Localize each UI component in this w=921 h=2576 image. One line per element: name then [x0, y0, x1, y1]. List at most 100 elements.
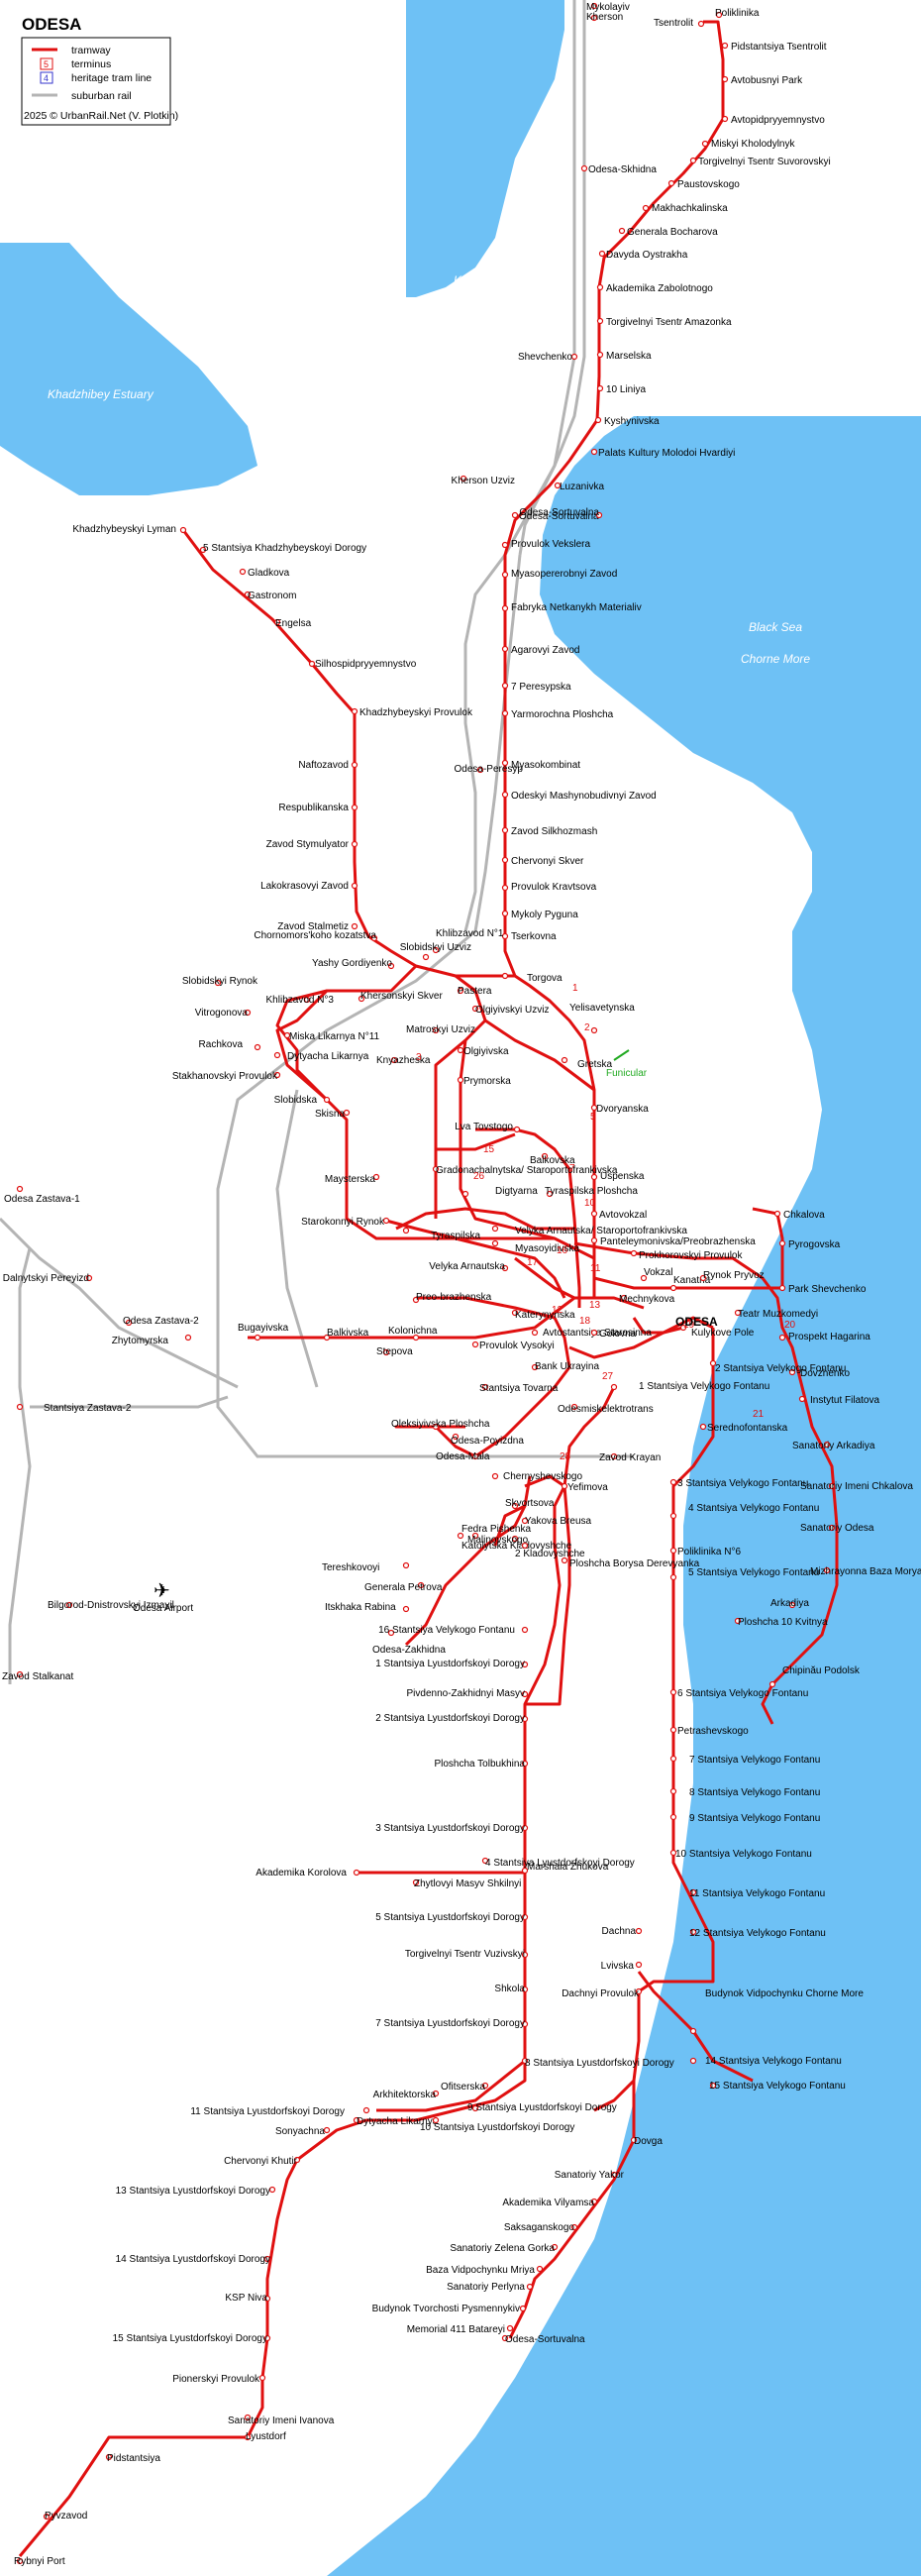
station-label[interactable]: Sanatoriy Perlyna — [447, 2282, 525, 2293]
station-label[interactable]: Prokhorovskyi Provulok — [639, 1250, 743, 1261]
station-label[interactable]: Yefimova — [567, 1482, 608, 1493]
station-label[interactable]: 13 Stantsiya Lyustdorfskoyi Dorogy — [116, 2186, 270, 2197]
station-label[interactable]: Odesa-Zakhidna — [372, 1645, 446, 1656]
station-label[interactable]: Luzanivka — [560, 482, 604, 492]
station-label[interactable]: Lvivska — [601, 1961, 635, 1972]
station-label[interactable]: Avtovokzal — [599, 1210, 647, 1221]
station-label[interactable]: Shevchenko — [518, 352, 572, 363]
station-label[interactable]: Pionerskyi Provulok — [172, 2374, 260, 2385]
station-label[interactable]: 4 Stantsiya Velykogo Fontanu — [688, 1503, 819, 1514]
station-label[interactable]: Pastera — [458, 986, 492, 997]
station-label[interactable]: Velyka Arnautska/ Staroportofrankivska — [515, 1226, 687, 1236]
station-label[interactable]: Serednofontanska — [707, 1423, 788, 1434]
station-label[interactable]: Vitrogonova — [195, 1008, 249, 1019]
station-label[interactable]: Respublikanska — [278, 803, 349, 813]
station-label[interactable]: Davyda Oystrakha — [606, 250, 688, 261]
station-label[interactable]: Chervonyi Khutir — [224, 2156, 298, 2167]
station-label[interactable]: Bank Ukrayina — [535, 1361, 599, 1372]
station-label[interactable]: Torgivelnyi Tsentr Suvorovskyi — [698, 157, 831, 167]
station-label[interactable]: Ofitserska — [441, 2082, 485, 2093]
station-label[interactable]: 9 Stantsiya Velykogo Fontanu — [689, 1813, 820, 1824]
station-label[interactable]: Sonyachna — [275, 2126, 325, 2137]
station-label[interactable]: Myasopererobnyi Zavod — [511, 569, 617, 580]
station-label[interactable]: Provulok Vysokyi — [479, 1341, 555, 1351]
station-label[interactable]: 5 Stantsiya Lyustdorfskoyi Dorogy — [375, 1912, 525, 1923]
station-label[interactable]: Chkalova — [783, 1210, 825, 1221]
station-label[interactable]: Golovna — [599, 1329, 637, 1340]
station-label[interactable]: Yarmorochna Ploshcha — [511, 709, 614, 720]
station-label[interactable]: Fedra Pishenka — [461, 1524, 531, 1535]
station-label[interactable]: Saksaganskogo — [504, 2222, 575, 2233]
station-label[interactable]: Torgova — [527, 973, 563, 984]
station-label[interactable]: Rybnyi Port — [14, 2556, 65, 2567]
station-label[interactable]: Gladkova — [248, 568, 290, 579]
station-label[interactable]: Memorial 411 Batareyi — [407, 2324, 505, 2335]
station-label[interactable]: Matroskyi Uzviz — [406, 1024, 475, 1035]
station-label[interactable]: 14 Stantsiya Velykogo Fontanu — [705, 2056, 842, 2067]
station-label[interactable]: Arkadiya — [770, 1598, 809, 1609]
station-label[interactable]: Khadzhybeyskyi Lyman — [72, 524, 176, 535]
station-label[interactable]: Slobidskyi Uzviz — [400, 942, 471, 953]
station-label[interactable]: Poliklinika N°6 — [677, 1547, 741, 1557]
station-label[interactable]: 1 Stantsiya Lyustdorfskoyi Dorogy — [375, 1659, 525, 1669]
station-label[interactable]: Chernyshevskogo — [503, 1471, 582, 1482]
station-label[interactable]: Lyustdorf — [246, 2431, 286, 2442]
station-label[interactable]: Pyrogovska — [788, 1239, 841, 1250]
station-label[interactable]: Rachkova — [199, 1039, 244, 1050]
station-label[interactable]: Provulok Kravtsova — [511, 882, 597, 893]
station-label[interactable]: 5 Stantsiya Khadzhybeyskoyi Dorogy — [203, 543, 366, 554]
station-label[interactable]: 14 Stantsiya Lyustdorfskoyi Dorogy — [116, 2254, 270, 2265]
station-label[interactable]: Dachnyi Provulok — [562, 1988, 640, 1999]
station-label[interactable]: Odeskyi Mashynobudivnyi Zavod — [511, 791, 657, 802]
station-label[interactable]: Skvortsova — [505, 1498, 555, 1509]
station-label[interactable]: Bugayivska — [238, 1323, 289, 1334]
station-label[interactable]: 7 Stantsiya Velykogo Fontanu — [689, 1755, 820, 1766]
station-label[interactable]: Starokonnyi Rynok — [301, 1217, 385, 1228]
station-label[interactable]: KSP Niva — [225, 2293, 267, 2304]
station-label[interactable]: Akademika Korolova — [256, 1868, 347, 1878]
station-label[interactable]: Odesa-Sortuvalna — [519, 511, 599, 522]
station-label[interactable]: Mykoly Pyguna — [511, 910, 578, 920]
station-label[interactable]: Tsentrolit — [654, 18, 693, 29]
station-label[interactable]: 9 Stantsiya Lyustdorfskoyi Dorogy — [467, 2102, 617, 2113]
station-label[interactable]: Gastronom — [248, 590, 296, 601]
station-label[interactable]: Generala Petrova — [364, 1582, 443, 1593]
station-label[interactable]: Agarovyi Zavod — [511, 645, 579, 656]
station-label[interactable]: Khlibzavod N°1 — [436, 928, 504, 939]
station-label[interactable]: Baza Vidpochynku Mriya — [426, 2265, 535, 2276]
station-label[interactable]: Tyraspilska — [431, 1231, 480, 1241]
station-label[interactable]: Dachna — [602, 1926, 637, 1937]
station-label[interactable]: Odesa Zastava-2 — [123, 1316, 199, 1327]
station-label[interactable]: 3 Stantsiya Lyustdorfskoyi Dorogy — [375, 1823, 525, 1834]
station-label[interactable]: Kanatna — [673, 1275, 711, 1286]
station-label[interactable]: Zavod Stalmetiz — [277, 921, 349, 932]
station-label[interactable]: 10 Liniya — [606, 384, 646, 395]
station-label[interactable]: Kherson — [586, 12, 623, 23]
station-label[interactable]: Uspenska — [600, 1171, 645, 1182]
station-label[interactable]: Khersonskyi Skver — [360, 991, 443, 1002]
station-label[interactable]: Avtopidpryyemnystvo — [731, 115, 825, 126]
station-label[interactable]: Kherson Uzviz — [452, 476, 515, 486]
station-label[interactable]: Chipinău Podolsk — [782, 1665, 861, 1676]
station-label[interactable]: 5 Stantsiya Velykogo Fontanu — [688, 1567, 819, 1578]
station-label[interactable]: 7 Stantsiya Lyustdorfskoyi Dorogy — [375, 2018, 525, 2029]
station-label[interactable]: Tyraspilska Ploshcha — [545, 1186, 638, 1197]
station-label[interactable]: Digtyarna — [495, 1186, 538, 1197]
station-label[interactable]: Balkovska — [530, 1155, 575, 1166]
station-label[interactable]: Chervonyi Skver — [511, 856, 584, 867]
station-label[interactable]: Slobidskyi Rynok — [182, 976, 258, 987]
station-label[interactable]: Stantsiya Zastava-2 — [44, 1403, 132, 1414]
station-label[interactable]: Provulok Vekslera — [511, 539, 590, 550]
station-label[interactable]: Silhospidpryyemnystvo — [315, 659, 417, 670]
station-label[interactable]: Sanatoriy Imeni Chkalova — [800, 1481, 913, 1492]
station-label[interactable]: Panteleymonivska/Preobrazhenska — [600, 1236, 756, 1247]
station-label[interactable]: Pidstantsiya Tsentrolit — [731, 42, 827, 53]
station-label[interactable]: Akademika Zabolotnogo — [606, 283, 713, 294]
station-label[interactable]: Avtostantsiya Starosinna — [543, 1328, 652, 1339]
station-label[interactable]: Preo-brazhenska — [416, 1292, 492, 1303]
station-label[interactable]: Generala Bocharova — [627, 227, 718, 238]
station-label[interactable]: 10 Stantsiya Velykogo Fontanu — [675, 1849, 812, 1860]
station-label[interactable]: 10 Stantsiya Lyustdorfskoyi Dorogy — [420, 2122, 574, 2133]
station-label[interactable]: Zavod Stymulyator — [266, 839, 350, 850]
station-label[interactable]: 3 Stantsiya Velykogo Fontanu — [677, 1478, 808, 1489]
